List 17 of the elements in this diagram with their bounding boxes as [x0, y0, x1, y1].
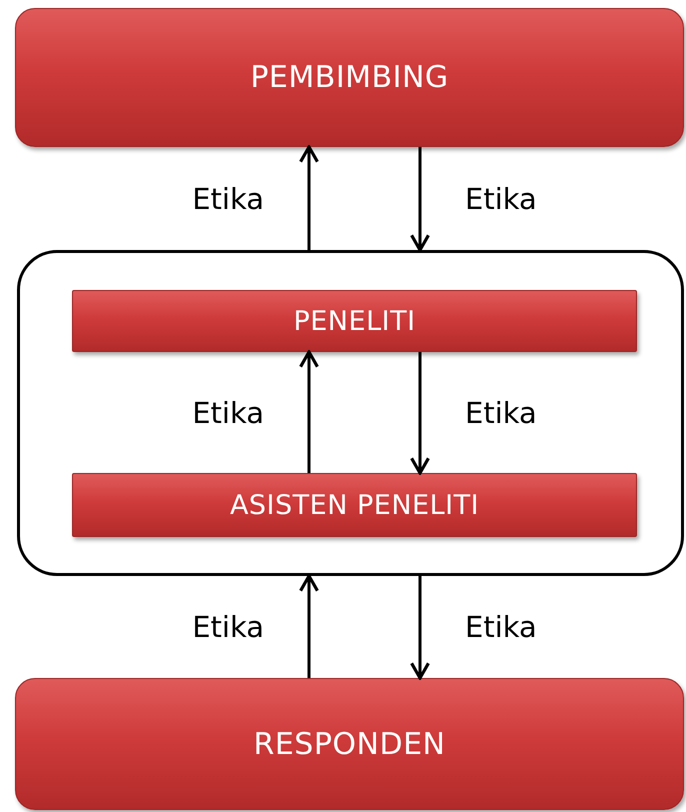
edge-label: Etika	[192, 396, 264, 430]
arrow	[410, 576, 430, 680]
arrow	[410, 352, 430, 475]
role-box: PENELITI	[72, 290, 637, 352]
edge-label: Etika	[192, 610, 264, 644]
arrow	[410, 147, 430, 252]
edge-label: Etika	[192, 182, 264, 216]
arrow	[299, 350, 319, 473]
arrow	[299, 145, 319, 250]
edge-label: Etika	[465, 396, 537, 430]
group-frame	[17, 250, 684, 576]
role-box: RESPONDEN	[15, 678, 684, 810]
role-box: ASISTEN PENELITI	[72, 473, 637, 537]
arrow	[299, 574, 319, 678]
role-box: PEMBIMBING	[15, 8, 684, 147]
edge-label: Etika	[465, 610, 537, 644]
edge-label: Etika	[465, 182, 537, 216]
